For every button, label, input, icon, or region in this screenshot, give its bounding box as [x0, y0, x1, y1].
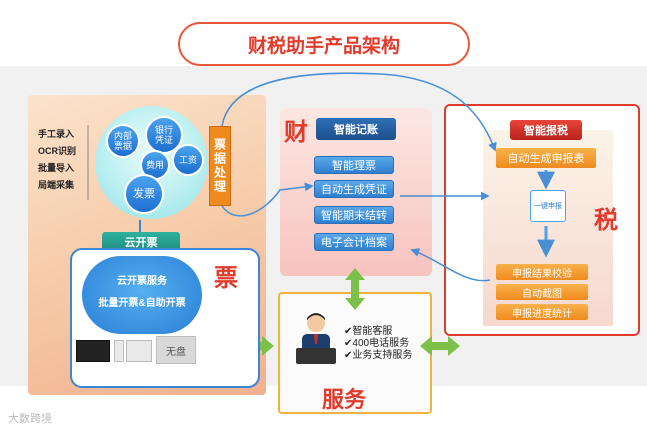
- bubble-internal-docs: 内部 票据: [106, 124, 140, 158]
- bubble-invoice: 发票: [124, 174, 164, 214]
- cai-item: 智能理票: [314, 156, 394, 174]
- cai-item: 电子会计档案: [314, 233, 394, 251]
- service-item: ✔业务支持服务: [344, 350, 413, 361]
- one-click-filing-icon: 一键申报: [530, 190, 566, 222]
- diagram-title: 财税助手产品架构: [178, 22, 470, 66]
- service-list: ✔智能客服 ✔400电话服务 ✔业务支持服务: [344, 326, 412, 362]
- no-disk-label: 无盘: [156, 336, 196, 364]
- shui-item: 自动截图: [496, 284, 588, 300]
- shui-header: 智能报税: [510, 120, 582, 140]
- shui-big-label: 税: [594, 207, 618, 234]
- service-agent-icon: [296, 313, 336, 364]
- tax-device-black: [76, 340, 110, 362]
- shui-item: 申报进度统计: [496, 304, 588, 320]
- tax-device-usb: [114, 340, 124, 362]
- shui-item: 申报结果校验: [496, 264, 588, 280]
- bubble-expense: 费用: [140, 150, 170, 180]
- cloud-shape: [82, 256, 202, 334]
- cloud-batch-line: 批量开票&自助开票: [98, 298, 186, 309]
- fuwu-big-label: 服务: [322, 387, 367, 412]
- service-item: ✔400电话服务: [344, 338, 410, 349]
- shui-top-item: 自动生成申报表: [496, 148, 596, 168]
- service-item: ✔智能客服: [344, 326, 393, 337]
- cai-big-label: 财: [284, 119, 308, 146]
- input-method-list: 手工录入 OCR识别 批量导入 局端采集: [38, 126, 76, 194]
- cai-item: 自动生成凭证: [314, 180, 394, 198]
- cai-header: 智能记账: [316, 118, 396, 140]
- input-method-item: 局端采集: [38, 180, 75, 190]
- input-method-item: 批量导入: [38, 163, 75, 173]
- cloud-invoice-header: 云开票: [102, 232, 180, 252]
- bubble-salary: 工资: [172, 144, 204, 176]
- cai-item: 智能期末结转: [314, 206, 394, 224]
- watermark-logo: 大数跨境: [8, 413, 52, 425]
- cloud-service-line: 云开票服务: [117, 276, 167, 287]
- invoice-processing-label: 票据处理: [209, 126, 231, 206]
- piao-big-label: 票: [214, 265, 238, 292]
- tax-device-white: [126, 340, 152, 362]
- input-method-item: 手工录入: [38, 129, 75, 139]
- input-method-item: OCR识别: [38, 146, 76, 156]
